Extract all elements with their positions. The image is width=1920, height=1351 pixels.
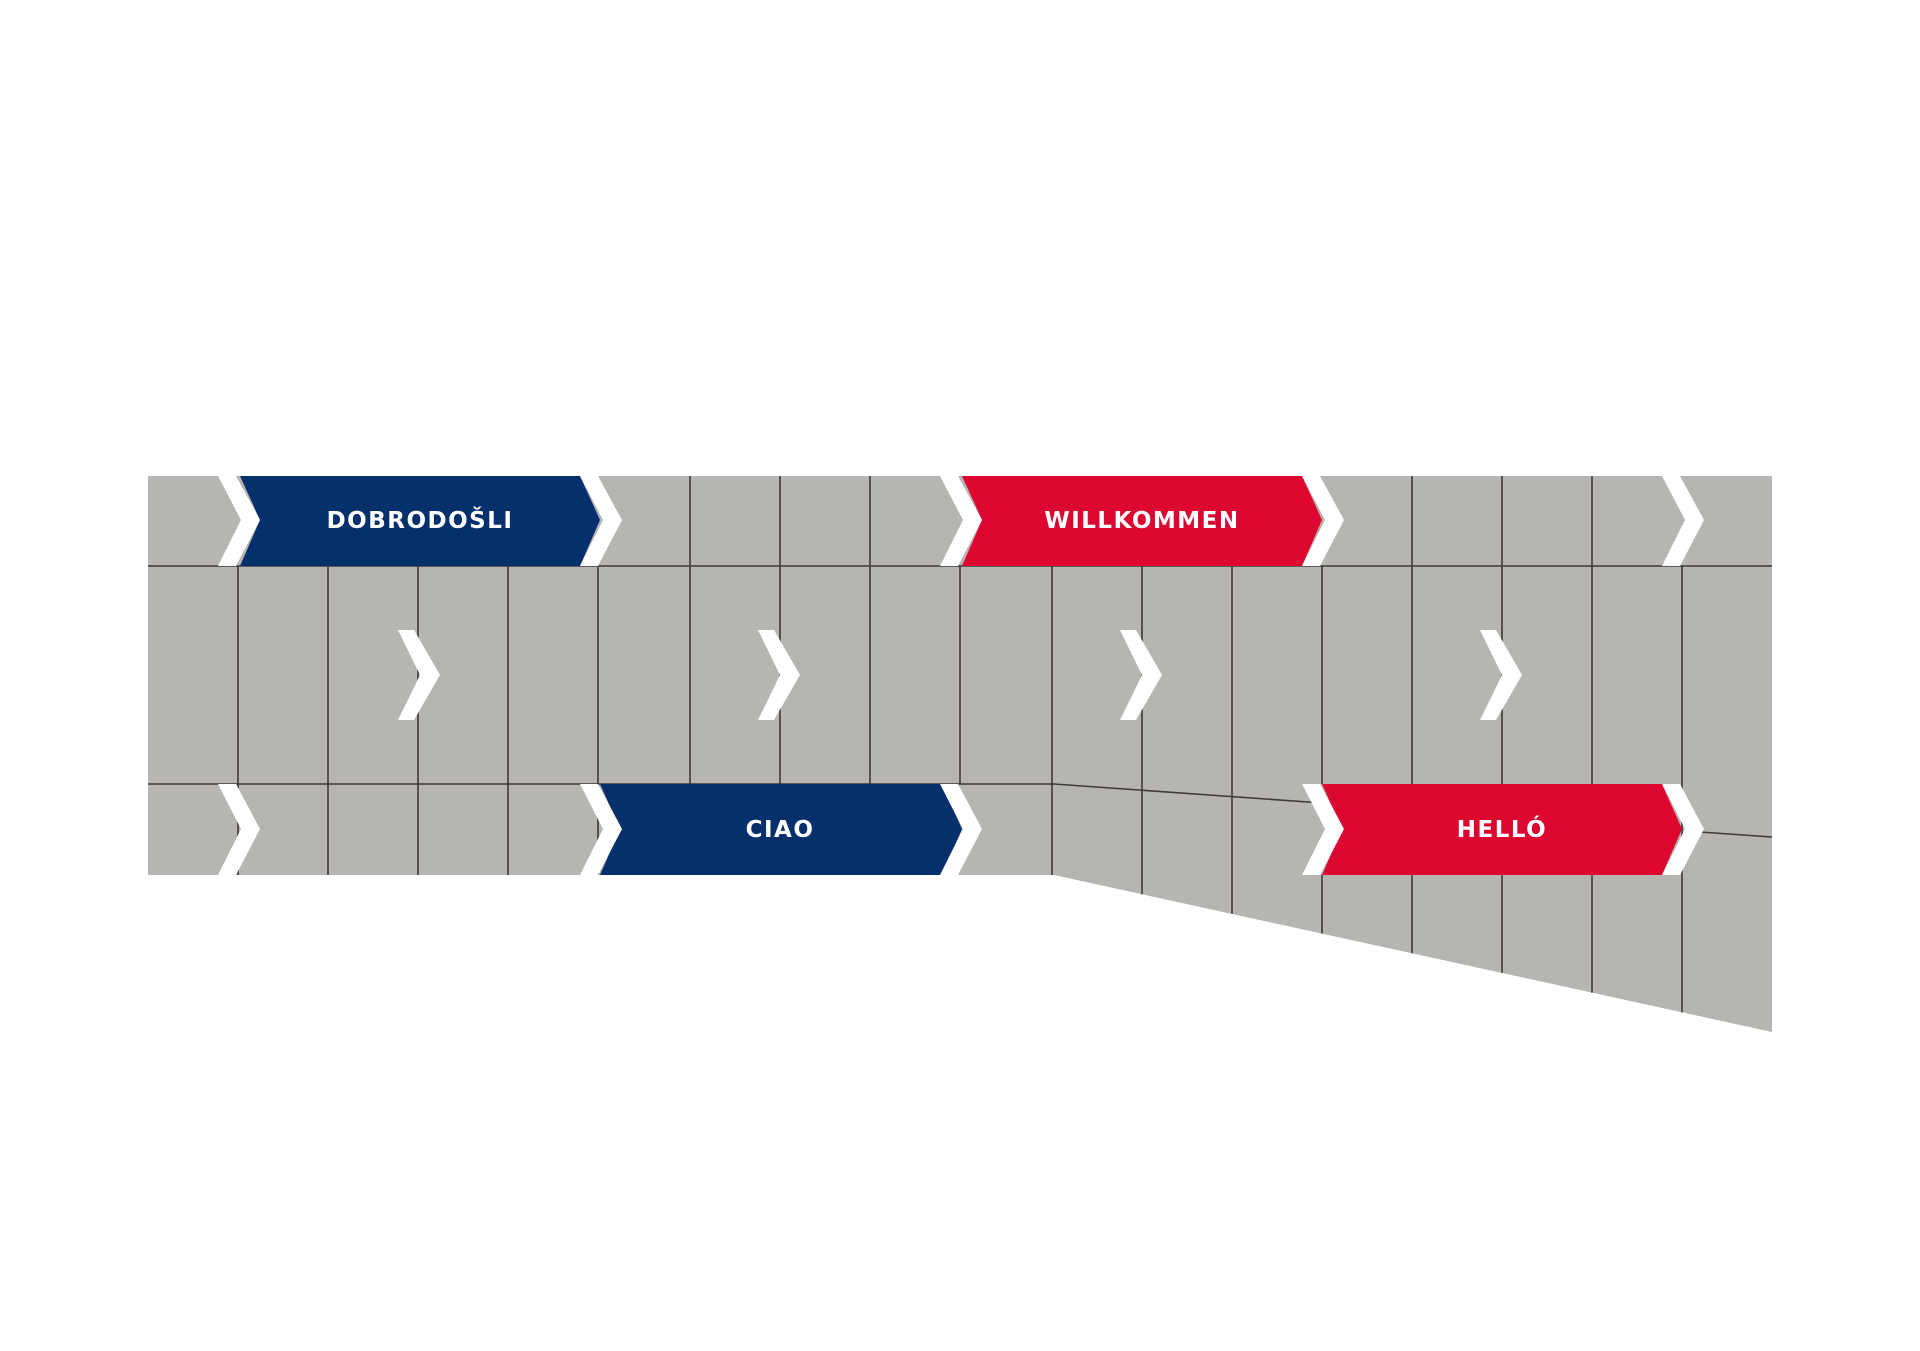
banner-label: CIAO [746, 817, 815, 843]
chevron-right-icon [580, 476, 622, 566]
chevron-right-icon [580, 784, 622, 875]
banner-dobrodosli: DOBRODOŠLI [240, 476, 600, 566]
chevron-right-icon [758, 630, 800, 720]
banner-label: WILLKOMMEN [1044, 508, 1239, 534]
panel-seams [148, 476, 1773, 1013]
chevron-right-icon [1662, 784, 1704, 875]
chevron-right-icon [218, 476, 260, 566]
banner-shape [240, 476, 600, 566]
chevron-right-icon [940, 476, 982, 566]
banner-shape [962, 476, 1322, 566]
banner-label: HELLÓ [1457, 815, 1548, 843]
chevron-right-icon [1302, 476, 1344, 566]
banner-ciao: CIAO [600, 784, 962, 875]
chevron-right-icon [1120, 630, 1162, 720]
banner-label: DOBRODOŠLI [327, 506, 514, 534]
banner-shape [1322, 784, 1682, 875]
chevron-right-icon [1662, 476, 1704, 566]
panel-seam [1699, 831, 1773, 838]
chevron-right-icon [218, 784, 260, 875]
panel-seam [1053, 783, 1323, 804]
chevron-right-icon [1302, 784, 1344, 875]
chevron-right-icon [1480, 630, 1522, 720]
banner-willkommen: WILLKOMMEN [962, 476, 1322, 566]
banner-shape [600, 784, 962, 875]
chevron-right-icon [398, 630, 440, 720]
chevron-row-bottom [218, 784, 1704, 875]
chevron-right-icon [940, 784, 982, 875]
banner-hello: HELLÓ [1322, 784, 1682, 875]
chevron-row-middle [398, 630, 1522, 720]
chevron-row-top [218, 476, 1704, 566]
